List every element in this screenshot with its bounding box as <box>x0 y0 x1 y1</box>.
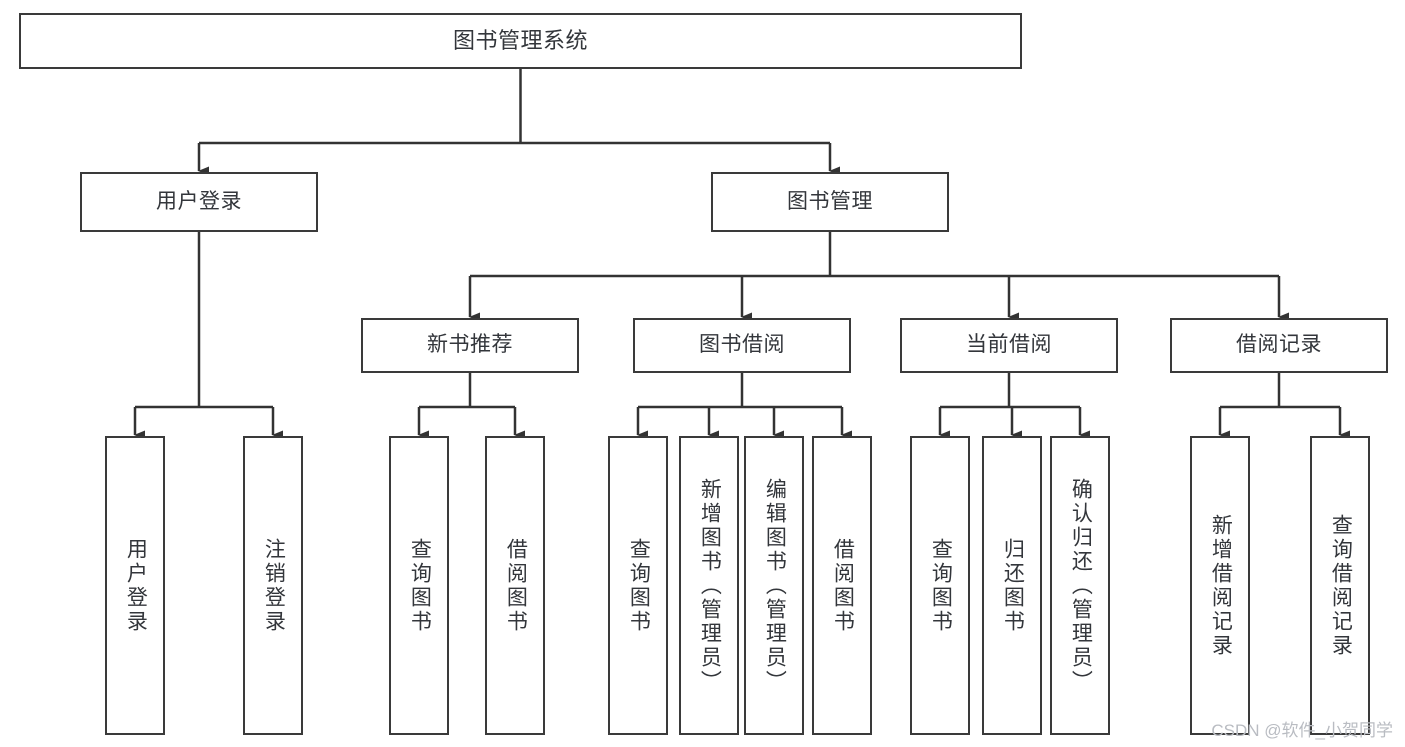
node-label: 编辑图书（管理员） <box>763 477 787 694</box>
node-borrow[interactable]: 图书借阅 <box>633 318 851 373</box>
node-leaf-borrow-lend[interactable]: 借阅图书 <box>812 436 872 735</box>
node-label: 借阅图书 <box>831 537 855 634</box>
node-current[interactable]: 当前借阅 <box>900 318 1118 373</box>
node-leaf-cur-query[interactable]: 查询图书 <box>910 436 970 735</box>
node-records[interactable]: 借阅记录 <box>1170 318 1388 373</box>
node-leaf-user-logout[interactable]: 注销登录 <box>243 436 303 735</box>
node-label: 当前借阅 <box>966 333 1052 357</box>
node-leaf-borrow-query[interactable]: 查询图书 <box>608 436 668 735</box>
watermark-text: CSDN @软件_小贺同学 <box>1211 721 1393 740</box>
node-label: 归还图书 <box>1001 537 1025 634</box>
node-label: 新增图书（管理员） <box>698 477 722 694</box>
node-bookmgmt[interactable]: 图书管理 <box>711 172 949 232</box>
node-label: 借阅图书 <box>504 537 528 634</box>
node-label: 用户登录 <box>124 537 148 634</box>
node-leaf-rec-query[interactable]: 查询借阅记录 <box>1310 436 1370 735</box>
node-leaf-new-borrow[interactable]: 借阅图书 <box>485 436 545 735</box>
node-leaf-cur-confirm[interactable]: 确认归还（管理员） <box>1050 436 1110 735</box>
node-label: 新书推荐 <box>427 333 513 357</box>
node-label: 查询图书 <box>408 537 432 634</box>
tree-connectors <box>133 69 1350 440</box>
node-label: 借阅记录 <box>1236 333 1322 357</box>
node-login[interactable]: 用户登录 <box>80 172 318 232</box>
node-leaf-borrow-edit[interactable]: 编辑图书（管理员） <box>744 436 804 735</box>
node-leaf-rec-add[interactable]: 新增借阅记录 <box>1190 436 1250 735</box>
node-root[interactable]: 图书管理系统 <box>19 13 1022 69</box>
node-label: 注销登录 <box>262 537 286 634</box>
node-label: 图书管理系统 <box>452 28 588 54</box>
node-leaf-borrow-add[interactable]: 新增图书（管理员） <box>679 436 739 735</box>
node-label: 新增借阅记录 <box>1209 513 1233 658</box>
node-leaf-new-query[interactable]: 查询图书 <box>389 436 449 735</box>
node-leaf-user-login[interactable]: 用户登录 <box>105 436 165 735</box>
node-leaf-cur-return[interactable]: 归还图书 <box>982 436 1042 735</box>
node-newbooks[interactable]: 新书推荐 <box>361 318 579 373</box>
node-label: 用户登录 <box>156 189 242 213</box>
node-label: 确认归还（管理员） <box>1069 477 1093 694</box>
node-label: 查询图书 <box>929 537 953 634</box>
node-label: 查询借阅记录 <box>1329 513 1353 658</box>
node-label: 图书管理 <box>787 189 873 213</box>
node-label: 图书借阅 <box>699 333 785 357</box>
node-label: 查询图书 <box>627 537 651 634</box>
